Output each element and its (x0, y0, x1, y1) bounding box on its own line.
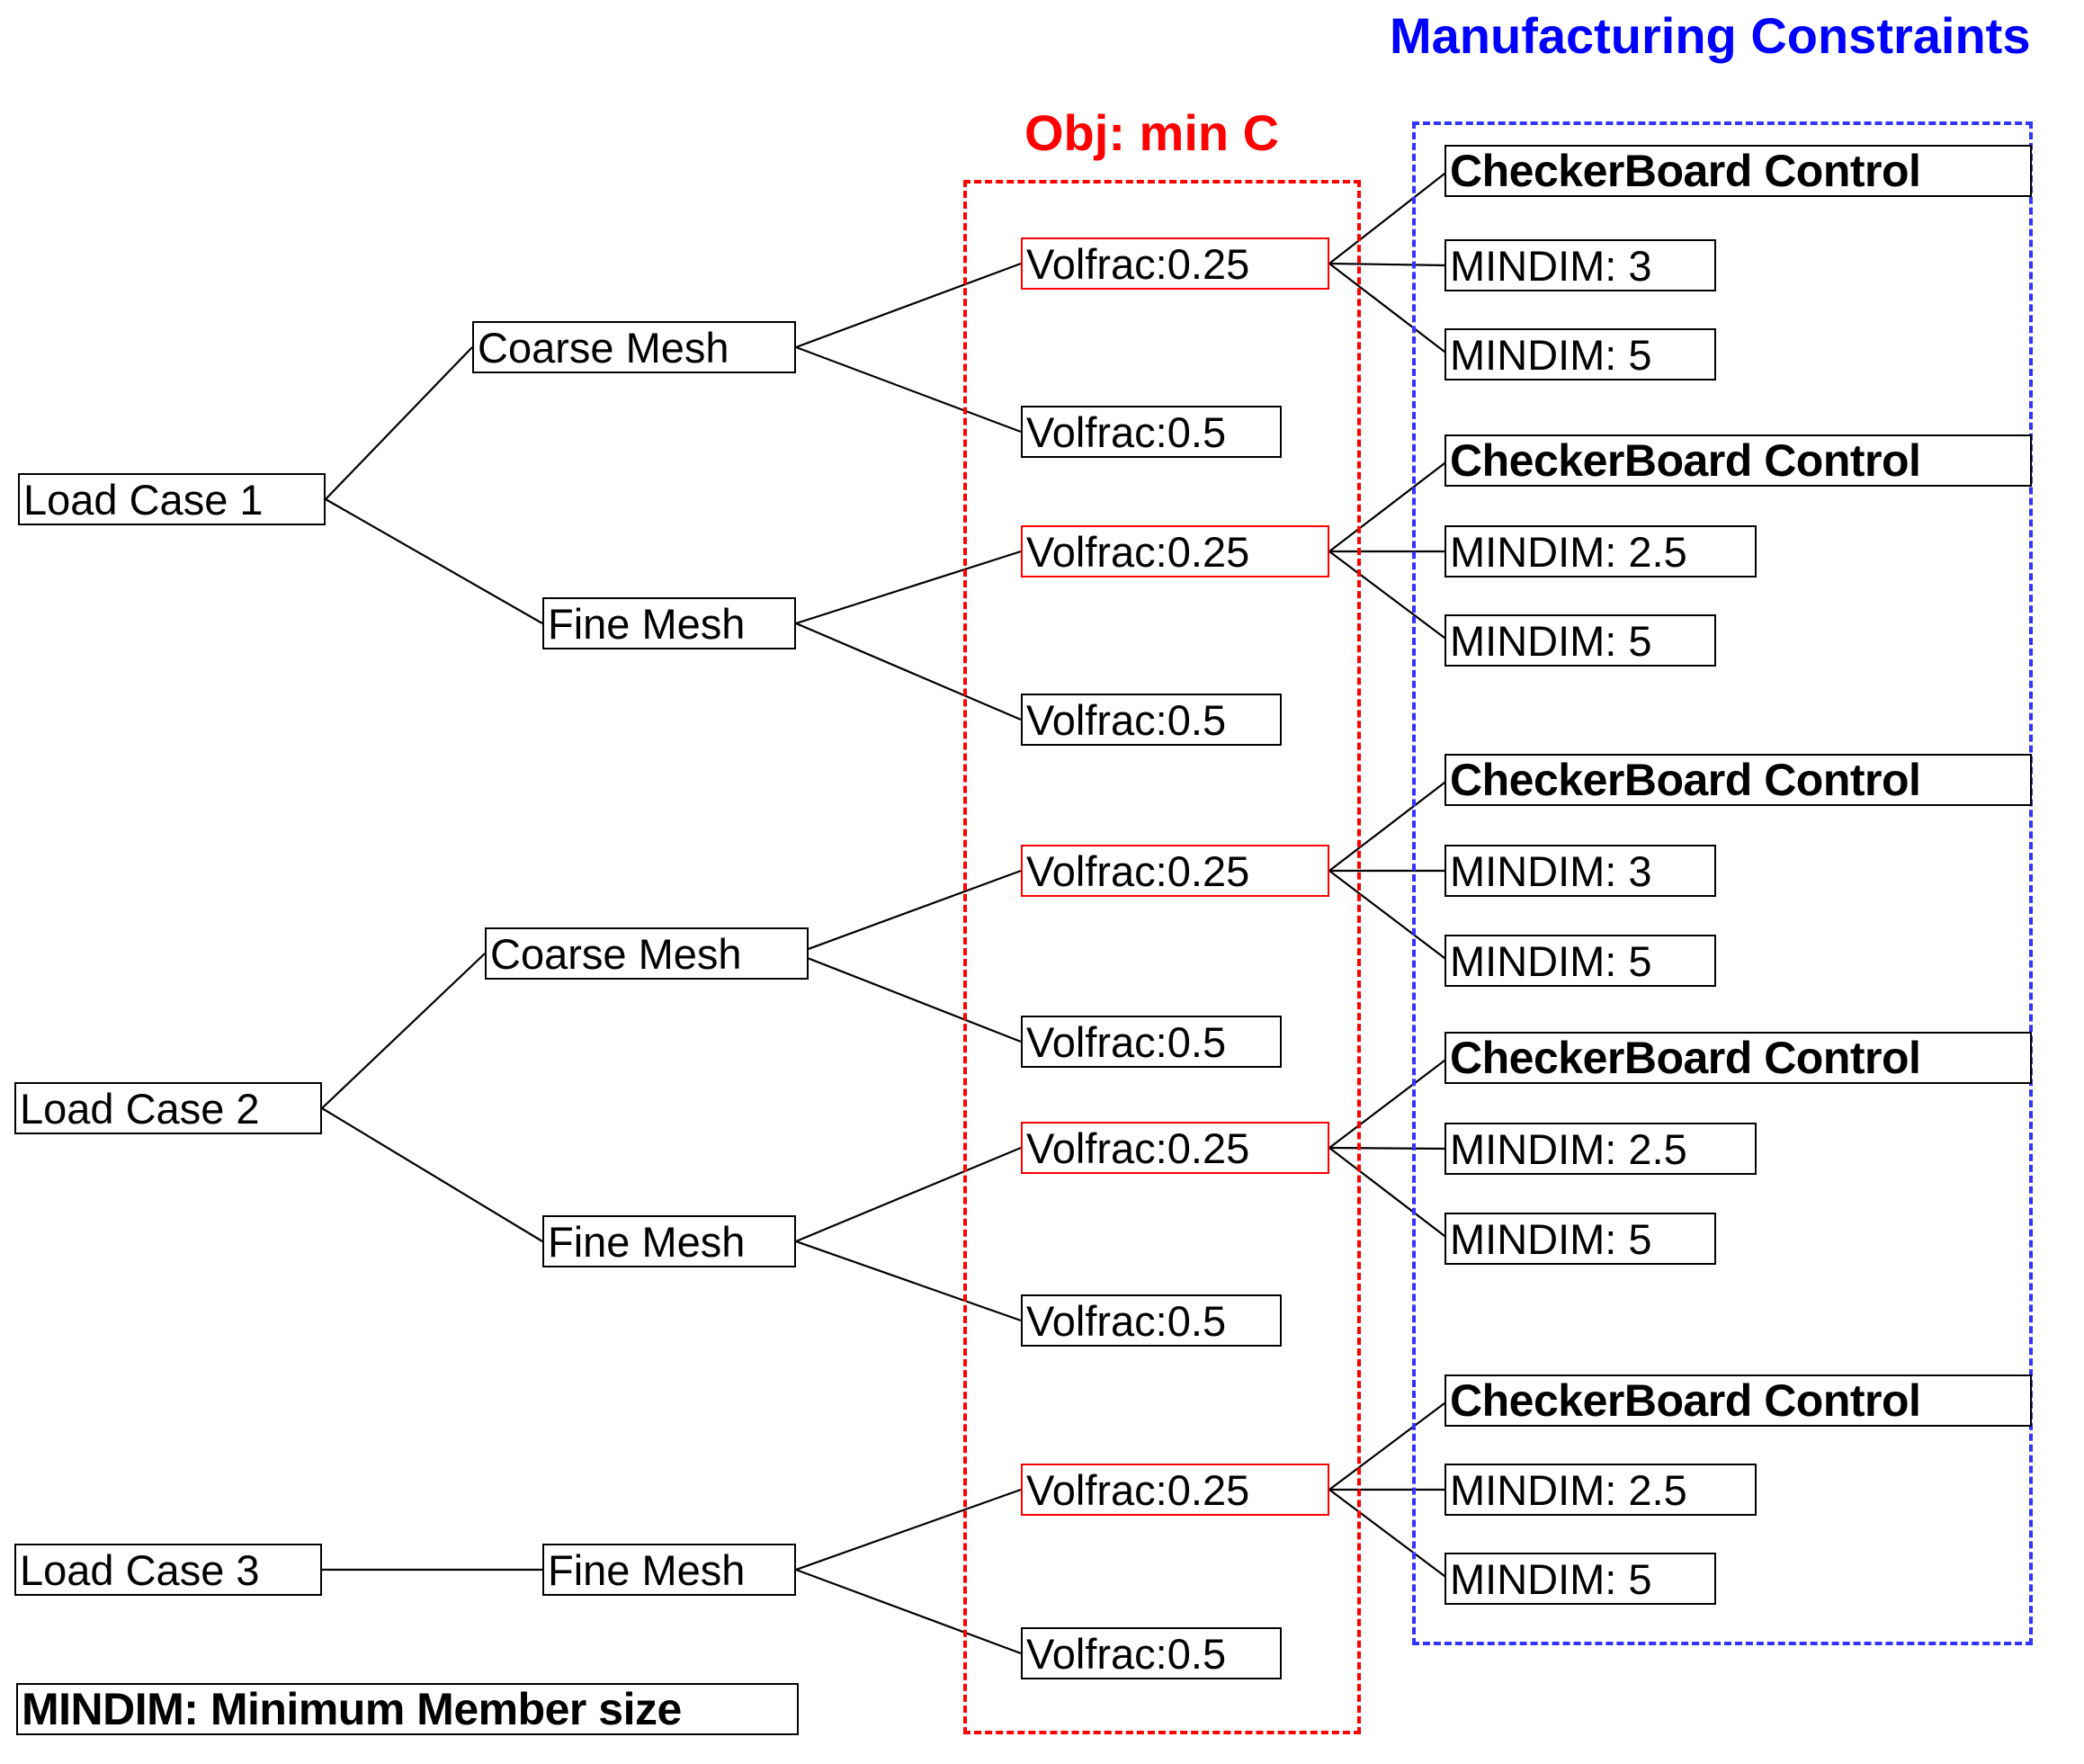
load-case-1-node[interactable]: Load Case 1 (18, 473, 326, 525)
lc1-coarse-volfrac-025-node[interactable]: Volfrac:0.25 (1021, 237, 1329, 290)
mindim-node-5a[interactable]: MINDIM: 2.5 (1444, 1464, 1757, 1516)
lc2-coarse-mesh-node[interactable]: Coarse Mesh (485, 927, 809, 980)
checkerboard-control-node-5[interactable]: CheckerBoard Control (1444, 1374, 2032, 1427)
mindim-node-4b[interactable]: MINDIM: 5 (1444, 1213, 1716, 1265)
mindim-node-3b[interactable]: MINDIM: 5 (1444, 935, 1716, 987)
mindim-node-4a[interactable]: MINDIM: 2.5 (1444, 1123, 1757, 1175)
legend-mindim-note: MINDIM: Minimum Member size (16, 1683, 799, 1735)
lc3-fine-volfrac-05-node[interactable]: Volfrac:0.5 (1021, 1627, 1282, 1679)
lc2-coarse-volfrac-025-node[interactable]: Volfrac:0.25 (1021, 845, 1329, 897)
objective-title: Obj: min C (1024, 104, 1280, 161)
checkerboard-control-node-4[interactable]: CheckerBoard Control (1444, 1032, 2032, 1084)
mindim-node-3a[interactable]: MINDIM: 3 (1444, 845, 1716, 897)
lc2-fine-volfrac-025-node[interactable]: Volfrac:0.25 (1021, 1122, 1329, 1174)
checkerboard-control-node-1[interactable]: CheckerBoard Control (1444, 145, 2032, 197)
mindim-node-2a[interactable]: MINDIM: 2.5 (1444, 525, 1757, 578)
load-case-2-node[interactable]: Load Case 2 (14, 1082, 322, 1134)
mindim-node-1a[interactable]: MINDIM: 3 (1444, 239, 1716, 291)
mindim-node-5b[interactable]: MINDIM: 5 (1444, 1553, 1716, 1605)
lc1-coarse-mesh-node[interactable]: Coarse Mesh (472, 321, 796, 373)
checkerboard-control-node-2[interactable]: CheckerBoard Control (1444, 434, 2032, 487)
mindim-node-1b[interactable]: MINDIM: 5 (1444, 328, 1716, 381)
lc2-fine-volfrac-05-node[interactable]: Volfrac:0.5 (1021, 1294, 1282, 1347)
lc2-coarse-volfrac-05-node[interactable]: Volfrac:0.5 (1021, 1016, 1282, 1068)
lc1-fine-volfrac-025-node[interactable]: Volfrac:0.25 (1021, 525, 1329, 578)
lc1-fine-volfrac-05-node[interactable]: Volfrac:0.5 (1021, 694, 1282, 746)
load-case-3-node[interactable]: Load Case 3 (14, 1544, 322, 1596)
lc2-fine-mesh-node[interactable]: Fine Mesh (542, 1215, 796, 1267)
manufacturing-constraints-title: Manufacturing Constraints (1390, 7, 2031, 64)
lc3-fine-volfrac-025-node[interactable]: Volfrac:0.25 (1021, 1464, 1329, 1516)
lc3-fine-mesh-node[interactable]: Fine Mesh (542, 1544, 796, 1596)
mindim-node-2b[interactable]: MINDIM: 5 (1444, 614, 1716, 667)
lc1-fine-mesh-node[interactable]: Fine Mesh (542, 597, 796, 649)
checkerboard-control-node-3[interactable]: CheckerBoard Control (1444, 754, 2032, 806)
lc1-coarse-volfrac-05-node[interactable]: Volfrac:0.5 (1021, 406, 1282, 458)
